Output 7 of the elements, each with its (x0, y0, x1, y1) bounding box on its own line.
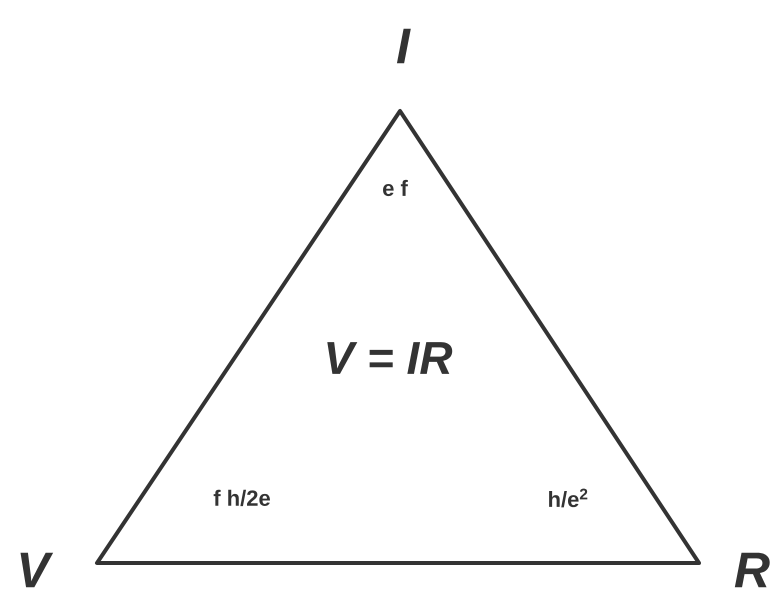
formula-text: f h/2e (214, 490, 270, 506)
corner-label: I (396, 28, 411, 64)
formula-text: h/e$^{2}$ (549, 488, 588, 508)
corner-label: V (20, 552, 54, 588)
formula-text: e f (383, 180, 408, 196)
corner-label: R (734, 552, 770, 588)
equation: V = IR (327, 342, 452, 374)
